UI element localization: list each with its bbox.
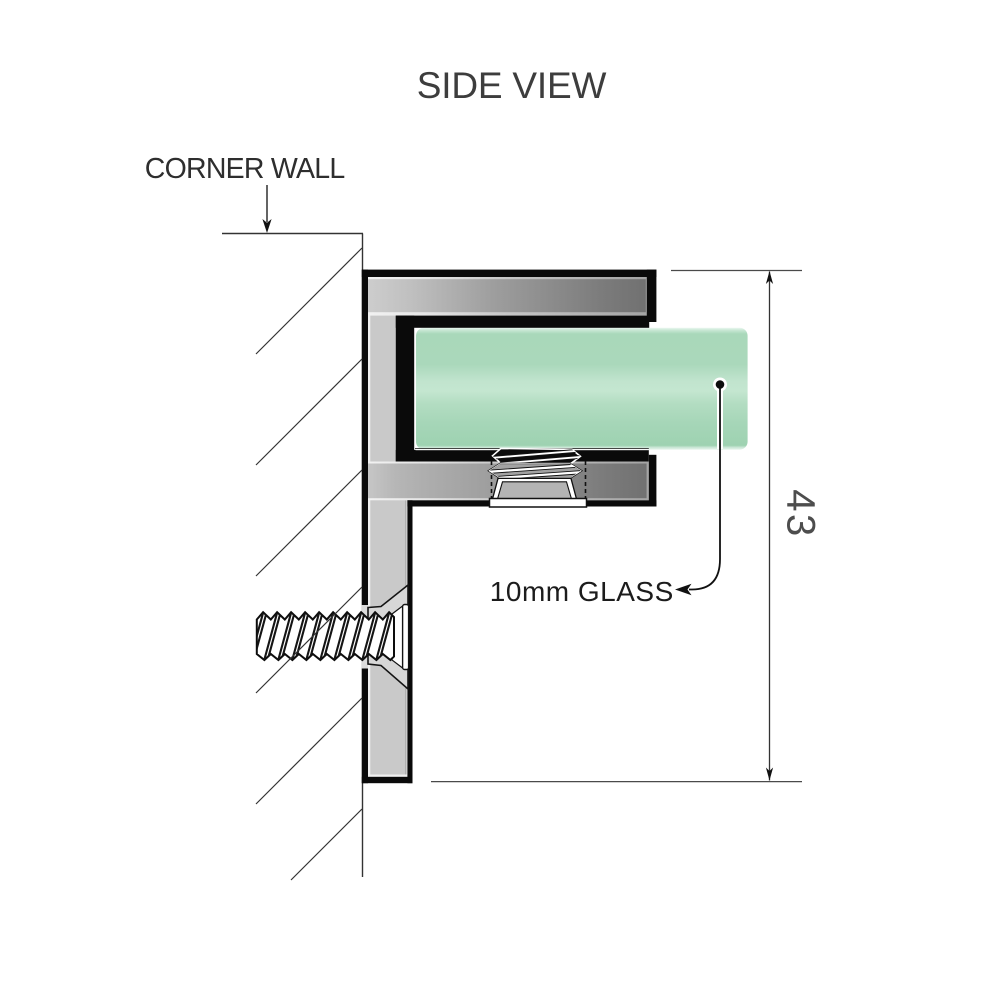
svg-text:43: 43 (779, 489, 823, 539)
svg-text:SIDE VIEW: SIDE VIEW (417, 65, 607, 106)
svg-text:10mm GLASS: 10mm GLASS (490, 576, 674, 607)
svg-text:CORNER WALL: CORNER WALL (145, 153, 345, 185)
